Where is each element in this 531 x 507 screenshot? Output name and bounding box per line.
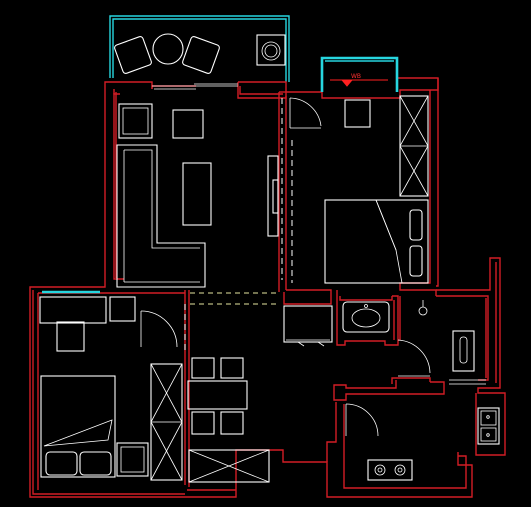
balcony-glass-rail [109, 15, 290, 82]
kitchen-south-wall [343, 404, 467, 489]
floor-drain [418, 306, 428, 316]
master-bedroom-east-wall [399, 90, 437, 296]
bathroom-wall [336, 290, 399, 346]
master-bedroom-door-swing [289, 97, 322, 127]
kitchen-north-wall [333, 380, 445, 401]
kitchen-sink-unit [477, 407, 500, 445]
sideboard [188, 449, 270, 483]
washing-machine [256, 34, 286, 66]
washing-machine-drum [261, 41, 281, 61]
second-bedroom [39, 296, 183, 481]
study-desk [39, 296, 107, 324]
kitchen-east-wall [475, 387, 506, 456]
dining-chair-2 [220, 357, 244, 379]
burner-left [374, 464, 386, 476]
balcony-chair-right [182, 36, 220, 74]
windows [42, 56, 399, 294]
ottoman [172, 109, 204, 139]
bed-pillow-top [409, 209, 423, 241]
bathroom [342, 300, 486, 385]
coffee-table [182, 162, 212, 226]
balcony-chair-left [114, 36, 152, 74]
living-room [116, 98, 283, 288]
armchair-left [118, 103, 153, 139]
bay-window-master [320, 56, 399, 92]
single-bed [40, 375, 116, 478]
bedside-table [116, 442, 149, 477]
bathroom-door-swing [397, 339, 431, 374]
entry-cabinet [283, 305, 333, 347]
window-marker-arrow [340, 79, 354, 87]
master-bedroom [289, 95, 429, 284]
toilet-bowl [459, 336, 468, 364]
dining-chair-4 [220, 411, 244, 435]
window-marker: WB [330, 73, 388, 87]
bed2-pillow-right [79, 451, 112, 476]
master-bedroom-north-wall [286, 77, 439, 99]
dining-chair-1 [191, 357, 215, 379]
bed2-pillow-left [45, 451, 78, 476]
bed-pillow-bottom [409, 245, 423, 277]
shoe-cabinet [283, 305, 333, 343]
toilet-tank [452, 330, 475, 372]
tv [272, 179, 279, 214]
wash-basin [351, 308, 381, 328]
desk-chair-2 [109, 296, 136, 322]
balcony-round-table [152, 33, 184, 65]
window-label: WB [351, 73, 361, 80]
kitchen [345, 403, 500, 481]
bed-cover-fold [375, 199, 403, 284]
openings [184, 292, 280, 350]
bedroom2-inner-wall [32, 290, 185, 495]
bedroom2-door-swing [140, 310, 178, 348]
burner-right [394, 464, 406, 476]
kitchen-door-swing [345, 403, 379, 437]
dining-table [187, 380, 248, 410]
double-bed [324, 199, 429, 284]
walls [29, 77, 506, 498]
l-shaped-sofa [116, 144, 206, 288]
desk-chair [344, 99, 371, 128]
dining-area [187, 357, 270, 483]
balcony [109, 15, 290, 82]
kitchen-sink-bowl [480, 410, 497, 426]
service-wing-east-wall [436, 257, 501, 389]
gas-hob [367, 459, 413, 481]
wash-basin-counter [342, 301, 390, 333]
dining-chair-3 [191, 411, 215, 435]
single-bed-cover-fold [43, 419, 113, 447]
study-chair [56, 321, 85, 352]
